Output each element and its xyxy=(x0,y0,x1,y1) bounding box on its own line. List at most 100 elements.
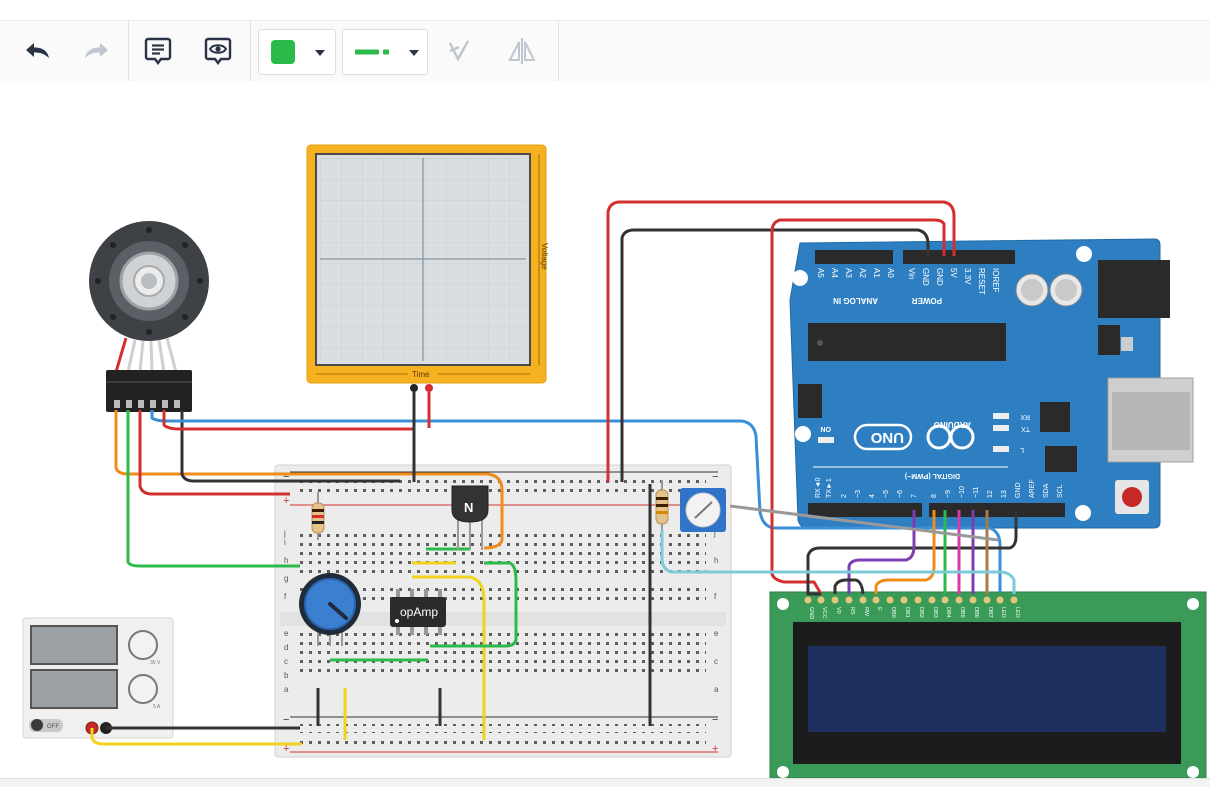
svg-text:~3: ~3 xyxy=(855,490,862,498)
rail-minus-label: − xyxy=(712,714,718,726)
tx-led-label: TX xyxy=(1021,425,1030,432)
voltage-range-label: 30 V xyxy=(150,660,161,666)
opamp-chip[interactable]: opAmp xyxy=(390,589,446,635)
resistor-left[interactable] xyxy=(311,492,325,540)
rail-plus-label: + xyxy=(283,743,289,755)
svg-text:DB7: DB7 xyxy=(987,607,993,618)
svg-text:~6: ~6 xyxy=(897,490,904,498)
svg-text:e: e xyxy=(714,629,719,638)
notes-button[interactable] xyxy=(140,33,176,69)
svg-text:IOREF: IOREF xyxy=(991,268,1000,293)
status-strip xyxy=(0,778,1210,787)
trimmer-potentiometer[interactable] xyxy=(680,488,726,532)
svg-text:12: 12 xyxy=(987,490,994,498)
svg-text:a: a xyxy=(714,685,719,694)
rail-holes xyxy=(296,724,706,733)
mirror-button[interactable] xyxy=(504,33,540,69)
rx-led-label: RX xyxy=(1020,413,1030,420)
breadboard[interactable]: − + − + j i h g f e d c b a j h f e c a xyxy=(274,464,732,758)
svg-text:TX►1: TX►1 xyxy=(826,478,833,498)
rail-plus-label: + xyxy=(283,495,289,507)
lcd-pin-row xyxy=(804,596,1018,604)
circuit-schematic: − + − + j i h g f e d c b a j h f e c a xyxy=(22,144,1207,779)
svg-text:V0: V0 xyxy=(835,607,841,614)
svg-text:~10: ~10 xyxy=(959,486,966,498)
l-led-label: L xyxy=(1020,446,1024,453)
svg-text:LED: LED xyxy=(1014,607,1020,618)
npn-transistor[interactable]: N xyxy=(451,485,489,550)
wire-group xyxy=(250,21,559,81)
circuit-canvas[interactable]: − + − + j i h g f e d c b a j h f e c a xyxy=(0,81,1210,779)
wire-color-dropdown[interactable] xyxy=(258,29,336,75)
rotate-button[interactable] xyxy=(440,33,476,69)
dc-motor-encoder[interactable] xyxy=(89,221,209,412)
svg-text:8: 8 xyxy=(931,494,938,498)
eye-icon xyxy=(204,37,232,65)
rail-minus-label: − xyxy=(283,714,289,726)
svg-text:~5: ~5 xyxy=(883,490,890,498)
terminal-holes-bottom xyxy=(296,631,706,676)
current-range-label: 5 A xyxy=(153,704,161,710)
lcd-screen xyxy=(808,646,1166,732)
scope-time-label: Time xyxy=(412,370,430,379)
svg-text:b: b xyxy=(284,671,289,680)
uno-logo-text: UNO xyxy=(870,429,904,446)
svg-text:A3: A3 xyxy=(844,268,853,278)
svg-text:SCL: SCL xyxy=(1057,484,1064,498)
svg-text:e: e xyxy=(284,629,289,638)
undo-button[interactable] xyxy=(20,33,56,69)
analog-in-label: ANALOG IN xyxy=(833,296,878,305)
svg-text:RW: RW xyxy=(863,607,869,617)
svg-text:Vin: Vin xyxy=(907,268,916,279)
svg-text:DB4: DB4 xyxy=(945,607,951,618)
svg-text:GND: GND xyxy=(921,268,930,286)
svg-text:DB1: DB1 xyxy=(904,607,910,618)
svg-text:GND: GND xyxy=(935,268,944,286)
redo-button[interactable] xyxy=(78,33,114,69)
scope-voltage-label: Voltage xyxy=(540,243,549,270)
svg-text:3.3V: 3.3V xyxy=(963,268,972,285)
svg-text:A1: A1 xyxy=(872,268,881,278)
potentiometer-knob[interactable] xyxy=(299,573,361,646)
line-style-icon xyxy=(355,49,389,55)
svg-text:A2: A2 xyxy=(858,268,867,278)
lcd-pin-labels: GND VCC V0 RS RW E DB0 DB1 DB2 DB3 DB4 D… xyxy=(808,607,1020,619)
svg-text:DB6: DB6 xyxy=(973,607,979,618)
toolbar xyxy=(0,20,1210,82)
power-pin-labels: Vin GND GND 5V 3.3V RESET IOREF xyxy=(907,268,1000,295)
scope-probe-negative[interactable] xyxy=(410,384,418,392)
breadboard-jumpers[interactable] xyxy=(316,484,652,740)
visibility-button[interactable] xyxy=(200,33,236,69)
digital-pwm-label: DIGITAL (PWM~) xyxy=(905,472,960,479)
lcd-16x2[interactable]: GND VCC V0 RS RW E DB0 DB1 DB2 DB3 DB4 D… xyxy=(769,591,1207,779)
svg-text:A5: A5 xyxy=(816,268,825,278)
arduino-uno[interactable]: A5 A4 A3 A2 A1 A0 Vin GND GND 5V 3.3V RE… xyxy=(789,238,1194,529)
svg-text:j: j xyxy=(283,529,286,538)
rail-plus-label: + xyxy=(712,743,718,755)
svg-text:RS: RS xyxy=(849,607,855,615)
svg-text:4: 4 xyxy=(869,494,876,498)
svg-text:DB0: DB0 xyxy=(890,607,896,618)
svg-text:RESET: RESET xyxy=(977,268,986,295)
digital-pin-labels: RX◄0 TX►1 2 ~3 4 ~5 ~6 7 8 ~9 ~10 ~11 12… xyxy=(815,477,1064,498)
svg-text:LED: LED xyxy=(1000,607,1006,618)
dc-power-supply[interactable]: 30 V 5 A OFF xyxy=(22,617,174,739)
wire-color-swatch xyxy=(271,40,295,64)
svg-text:a: a xyxy=(284,685,289,694)
rail-minus-label: − xyxy=(712,471,718,483)
wire-style-dropdown[interactable] xyxy=(342,29,428,75)
notes-group xyxy=(128,21,251,81)
svg-text:DB2: DB2 xyxy=(918,607,924,618)
chevron-down-icon xyxy=(315,50,325,56)
svg-text:g: g xyxy=(284,574,288,583)
resistor-right[interactable] xyxy=(655,480,669,540)
opamp-label: opAmp xyxy=(400,605,438,619)
svg-text:A4: A4 xyxy=(830,268,839,278)
oscilloscope[interactable]: Time Voltage xyxy=(306,144,549,392)
wires[interactable] xyxy=(90,200,1018,746)
rail-minus-label: − xyxy=(283,471,289,483)
scope-probe-positive[interactable] xyxy=(425,384,433,392)
svg-text:f: f xyxy=(714,592,717,601)
svg-text:A0: A0 xyxy=(886,268,895,278)
history-group xyxy=(0,21,129,81)
